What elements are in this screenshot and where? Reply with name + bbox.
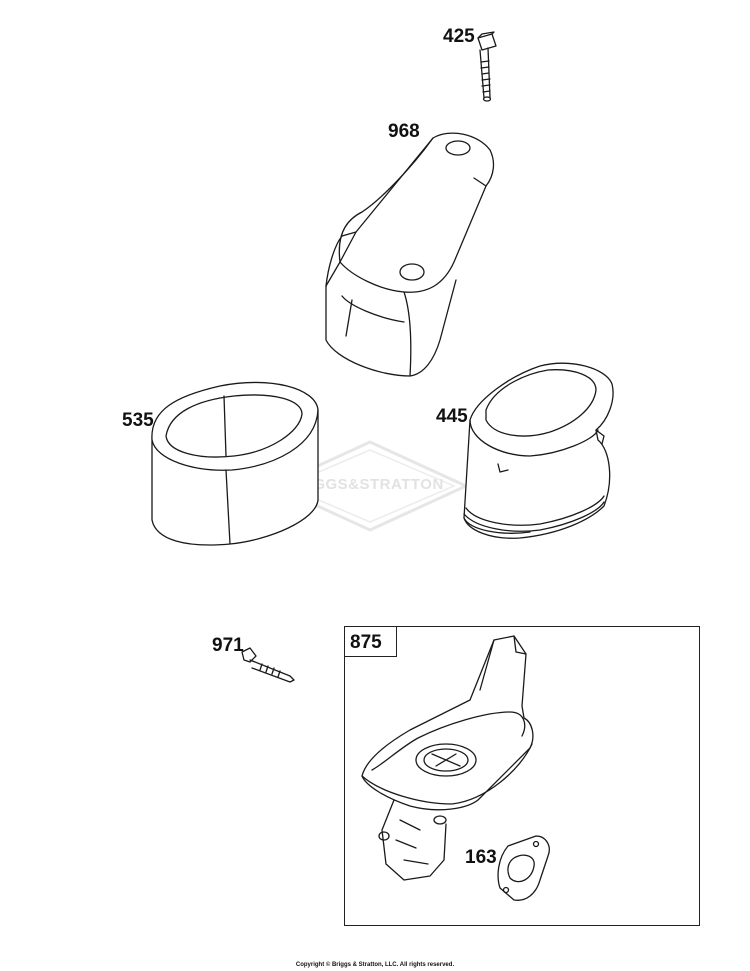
part-number-971[interactable]: 971 — [212, 635, 244, 656]
part-number-425[interactable]: 425 — [443, 26, 475, 47]
screw-971-drawing — [241, 647, 295, 683]
part-number-968[interactable]: 968 — [388, 121, 420, 142]
part-number-875[interactable]: 875 — [350, 632, 382, 653]
part-number-163[interactable]: 163 — [465, 847, 497, 868]
part-number-445[interactable]: 445 — [436, 406, 468, 427]
precleaner-535-drawing — [151, 381, 319, 546]
cover-968-drawing — [325, 132, 495, 377]
copyright-notice: Copyright © Briggs & Stratton, LLC. All … — [295, 962, 455, 968]
kit-875-frame: 875 — [344, 626, 700, 926]
bolt-425-drawing — [477, 31, 497, 102]
part-number-535[interactable]: 535 — [122, 410, 154, 431]
watermark-brand-text: BRIGGS&STRATTON — [286, 476, 444, 493]
air-filter-445-drawing — [463, 362, 614, 539]
gasket-163-drawing — [497, 835, 550, 901]
kit-875-label-box: 875 — [345, 627, 397, 657]
air-cleaner-base-875-drawing — [361, 635, 534, 881]
